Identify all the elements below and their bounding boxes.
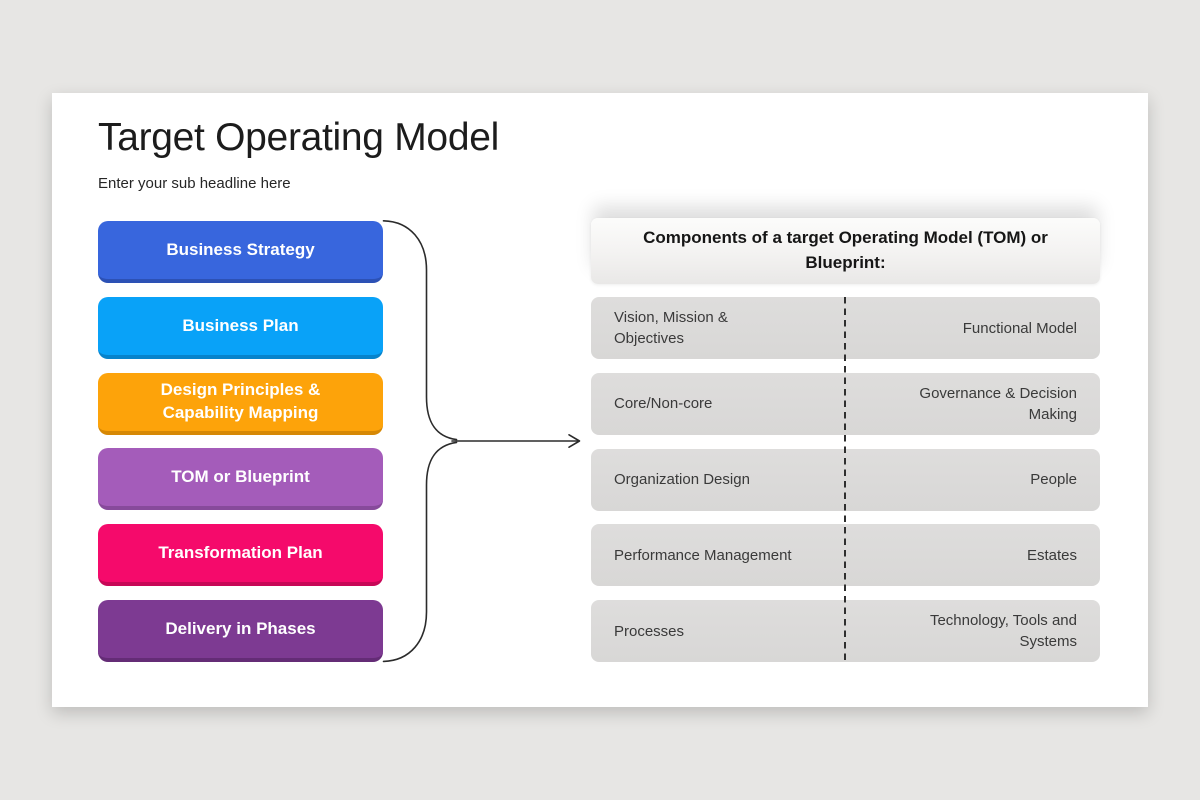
components-panel-header: Components of a target Operating Model (… [591,218,1100,284]
component-row: Processes Technology, Tools and Systems [591,600,1100,663]
component-row: Vision, Mission & Objectives Functional … [591,297,1100,359]
component-left-label: Organization Design [614,471,750,489]
stage-label: Business Strategy [166,239,315,259]
component-right-label: People [1030,471,1077,489]
component-left-label: Vision, Mission & Objectives [614,309,728,347]
component-rows: Vision, Mission & Objectives Functional … [591,297,1100,663]
stage-label: Delivery in Phases [165,618,316,638]
slide: Target Operating Model Enter your sub he… [52,93,1148,707]
stage-label: Design Principles & Capability Mapping [160,380,321,422]
component-row: Organization Design People [591,448,1100,511]
component-left-label: Performance Management [614,546,792,564]
components-panel-header-label: Components of a target Operating Model (… [643,228,1048,272]
stage-box: Transformation Plan [98,524,383,587]
component-right-label: Governance & Decision Making [919,384,1077,423]
stage-box: Design Principles & Capability Mapping [98,372,383,435]
stage-box: TOM or Blueprint [98,448,383,511]
slide-subtitle: Enter your sub headline here [98,175,291,192]
stage-box: Delivery in Phases [98,599,383,662]
stage-label: Business Plan [182,315,299,335]
stage-box: Business Plan [98,296,383,359]
component-left-label: Core/Non-core [614,395,713,413]
stage-label: TOM or Blueprint [171,467,310,487]
stage-box: Business Strategy [98,221,383,283]
stage-label: Transformation Plan [158,542,323,562]
component-right-label: Technology, Tools and Systems [929,612,1077,651]
component-right-label: Functional Model [962,319,1077,337]
component-row: Core/Non-core Governance & Decision Maki… [591,372,1100,435]
component-right-label: Estates [1026,546,1077,564]
slide-title: Target Operating Model [98,116,499,159]
component-row: Performance Management Estates [591,524,1100,587]
stage-list: Business Strategy Business Plan Design P… [98,221,383,662]
component-left-label: Processes [614,622,685,640]
